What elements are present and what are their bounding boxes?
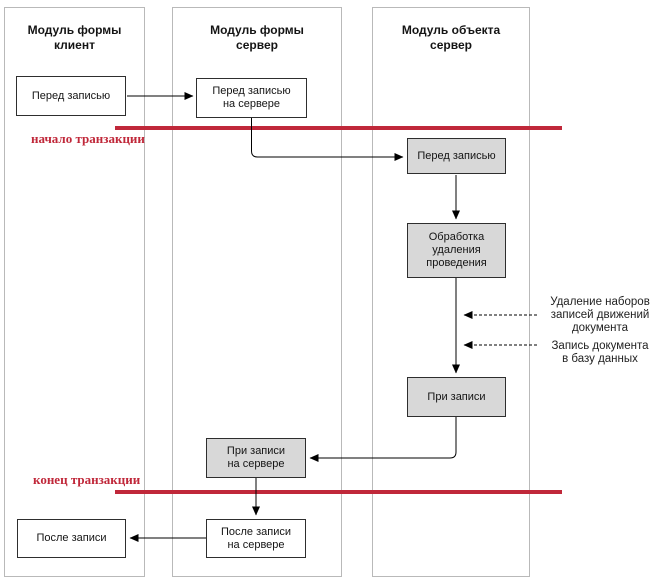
lane-title-form-module-server: Модуль формы сервер <box>210 23 304 52</box>
box-before-write-object: Перед записью <box>407 138 506 174</box>
box-on-write-object: При записи <box>407 377 506 417</box>
lane-title-form-module-client: Модуль формы клиент <box>27 23 122 52</box>
transaction-start-label: начало транзакции <box>31 131 145 146</box>
box-after-write-server: После записи на сервере <box>206 519 306 558</box>
lane-title-object-module-server: Модуль объекта сервер <box>401 23 501 52</box>
lane-form-module-server: Модуль формы сервер <box>172 7 342 577</box>
transaction-end-line <box>115 490 562 494</box>
lane-object-module-server: Модуль объекта сервер <box>372 7 530 577</box>
transaction-start-line <box>115 126 562 130</box>
box-before-write-client: Перед записью <box>16 76 126 116</box>
box-posting-deletion-processing: Обработка удаления проведения <box>407 223 506 278</box>
box-on-write-server: При записи на сервере <box>206 438 306 478</box>
box-after-write-client: После записи <box>17 519 126 558</box>
transaction-end-label: конец транзакции <box>33 472 141 487</box>
box-before-write-server: Перед записью на сервере <box>196 78 307 118</box>
annotation-write-document-db: Запись документа в базу данных <box>551 340 649 365</box>
annotation-delete-record-sets: Удаление наборов записей движений докуме… <box>550 296 650 334</box>
